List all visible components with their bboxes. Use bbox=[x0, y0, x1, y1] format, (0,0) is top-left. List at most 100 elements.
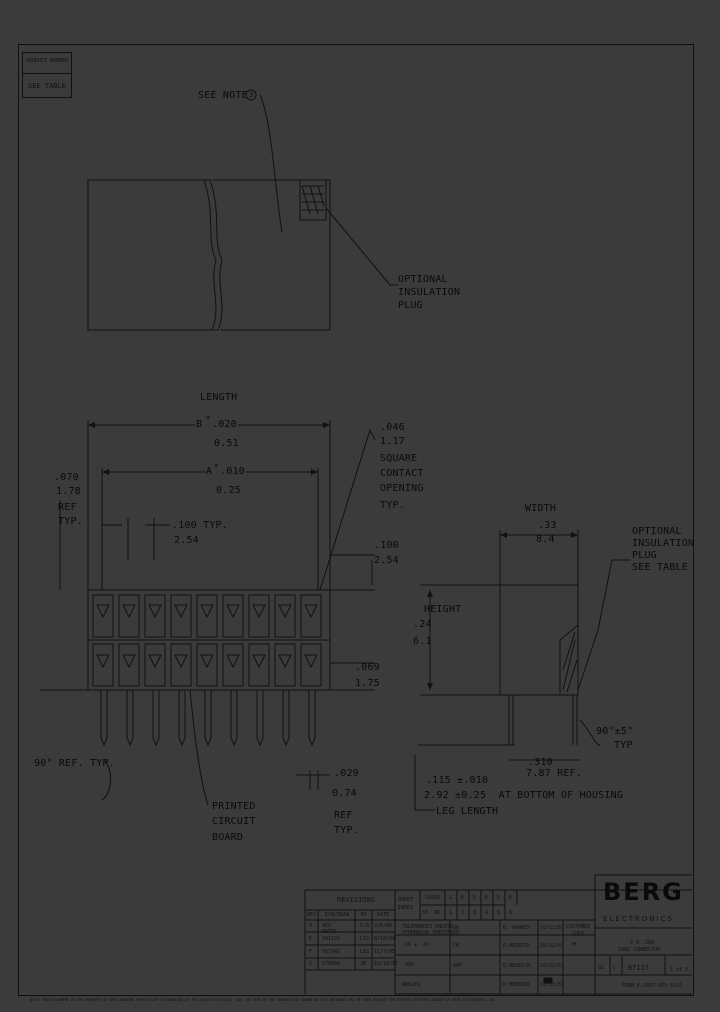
left-ref: REF bbox=[58, 502, 77, 513]
square-4: CONTACT bbox=[380, 468, 424, 479]
leg-dim: .115 ±.010 bbox=[426, 775, 489, 786]
issue-val: E bbox=[485, 895, 489, 901]
signoff-name: D.MEDBICK bbox=[503, 943, 531, 949]
side-plug-3: PLUG bbox=[632, 550, 657, 561]
pcb-label-3: BOARD bbox=[212, 832, 244, 843]
dwg-symbol: ⊕ bbox=[572, 940, 577, 948]
sh-no-label: SH. NO. bbox=[422, 910, 444, 916]
height-label: HEIGHT bbox=[424, 604, 462, 615]
left-typ: TYP. bbox=[58, 516, 83, 527]
title-desc-2: CARD CONNECTOR bbox=[618, 947, 661, 953]
height-metric: 6.1 bbox=[413, 636, 432, 647]
tolerance-line: TOLERANCES UNLESS bbox=[402, 924, 454, 930]
product-number-divider bbox=[23, 73, 71, 74]
size-value: 81 bbox=[598, 965, 605, 971]
side-plug-2: INSULATION bbox=[632, 538, 695, 549]
side-angle: 90°±5° bbox=[596, 726, 634, 737]
ref-dim: .310 bbox=[528, 757, 553, 768]
lead-dim: .029 bbox=[334, 768, 359, 779]
signoff-date: 10/12/81 bbox=[540, 982, 565, 988]
b-tol: .020 bbox=[212, 419, 237, 430]
side-plug-1: OPTIONAL bbox=[632, 526, 682, 537]
top-dim: .100 bbox=[374, 540, 399, 551]
width-label: WIDTH bbox=[525, 503, 557, 514]
issue-label: ISSUE bbox=[425, 895, 441, 901]
leg-label: LEG LENGTH bbox=[436, 806, 499, 817]
issue-val: E bbox=[473, 895, 477, 901]
lead-metric: 0.74 bbox=[332, 788, 357, 799]
signoff-date: 10/12/81 bbox=[540, 963, 565, 969]
pcb-metric: 1.75 bbox=[355, 678, 380, 689]
signoff-role: CK bbox=[453, 943, 460, 949]
sheet-number: 1 of 5 bbox=[670, 967, 689, 973]
pitch-dim: .100 TYP. bbox=[172, 520, 228, 531]
berg-logo-subtitle: ELECTRONICS bbox=[603, 915, 674, 923]
tolerance-line: ANGLES bbox=[402, 982, 421, 988]
sh-val: 3 bbox=[473, 910, 477, 916]
signoff-date: 10/12/81 bbox=[540, 925, 565, 931]
pcb-dim: .069 bbox=[355, 662, 380, 673]
see-note-label: SEE NOTE bbox=[198, 90, 248, 101]
note-number: 3 bbox=[249, 91, 254, 99]
left-dim: .070 bbox=[54, 472, 79, 483]
b-plusminus: ± bbox=[206, 413, 211, 421]
signoff-name: B. ASHREY bbox=[503, 925, 531, 931]
product-number-value: SEE TABLE bbox=[28, 82, 66, 90]
tolerance-line: .XXX bbox=[402, 962, 415, 968]
height-dim: .24 bbox=[413, 619, 432, 630]
berg-logo: BERG bbox=[603, 878, 684, 906]
pcb-label-2: CIRCUIT bbox=[212, 816, 256, 827]
issue-val: E bbox=[509, 895, 513, 901]
sh-val: 5 bbox=[497, 910, 501, 916]
length-label: LENGTH bbox=[200, 392, 238, 403]
signoff-role: DR bbox=[453, 925, 460, 931]
signoff-date: 10/12/81 bbox=[540, 943, 565, 949]
angle-label: 90° REF. TYP. bbox=[34, 758, 115, 769]
lead-typ: TYP. bbox=[334, 825, 359, 836]
sheet-index-2: INDEX bbox=[398, 905, 414, 911]
drawing-border bbox=[18, 44, 694, 996]
a-plusminus: ± bbox=[214, 461, 219, 469]
product-number-box: PRODUCT NUMBER SEE TABLE bbox=[22, 52, 72, 98]
sh-val: 4 bbox=[485, 910, 489, 916]
a-dim: A bbox=[206, 466, 213, 477]
sh-val: 1 bbox=[449, 910, 453, 916]
left-metric: 1.78 bbox=[56, 486, 81, 497]
width-dim: .33 bbox=[538, 520, 557, 531]
lead-ref: REF bbox=[334, 810, 353, 821]
ref-metric: 7.87 REF. bbox=[526, 768, 582, 779]
signoff-role: APP bbox=[453, 963, 463, 969]
tolerance-line: .XX ± .XX bbox=[402, 942, 430, 948]
cage-value: C bbox=[613, 965, 617, 971]
sh-val: 2 bbox=[461, 910, 465, 916]
revisions-title: REVISIONS bbox=[337, 896, 375, 904]
pitch-metric: 2.54 bbox=[174, 535, 199, 546]
form-number: FORM E-2057 REV 6/95 bbox=[622, 983, 683, 989]
signoff-name: D.MEDBICK bbox=[503, 963, 531, 969]
issue-val: G bbox=[449, 895, 453, 901]
issue-val: E bbox=[461, 895, 465, 901]
a-metric: 0.25 bbox=[216, 485, 241, 496]
square-3: SQUARE bbox=[380, 453, 418, 464]
leg-metric: 2.92 ±0.25 AT BOTTOM OF HOUSING bbox=[424, 790, 624, 801]
top-plug-label-2: INSULATION bbox=[398, 287, 461, 298]
tolerance-line: OTHERWISE SPECIFIED bbox=[402, 930, 460, 936]
customer-label: CUSTOMER bbox=[566, 924, 591, 930]
b-metric: 0.51 bbox=[214, 438, 239, 449]
issue-val: E bbox=[497, 895, 501, 901]
pcb-label-1: PRINTED bbox=[212, 801, 256, 812]
top-metric: 2.54 bbox=[374, 555, 399, 566]
sh-val: 6 bbox=[509, 910, 513, 916]
product-number-header: PRODUCT NUMBER bbox=[26, 58, 69, 64]
square-5: OPENING bbox=[380, 483, 424, 494]
top-plug-label-1: OPTIONAL bbox=[398, 274, 448, 285]
width-metric: 8.4 bbox=[536, 534, 555, 545]
top-plug-label-3: PLUG bbox=[398, 300, 423, 311]
signoff-name: D.MEDBICK bbox=[503, 982, 531, 988]
square-2: 1.17 bbox=[380, 436, 405, 447]
drawing-number: 87117 bbox=[628, 964, 650, 972]
sheet-index-1: SHEET bbox=[398, 897, 414, 903]
square-6: TYP. bbox=[380, 500, 405, 511]
side-plug-4: SEE TABLE bbox=[632, 562, 688, 573]
